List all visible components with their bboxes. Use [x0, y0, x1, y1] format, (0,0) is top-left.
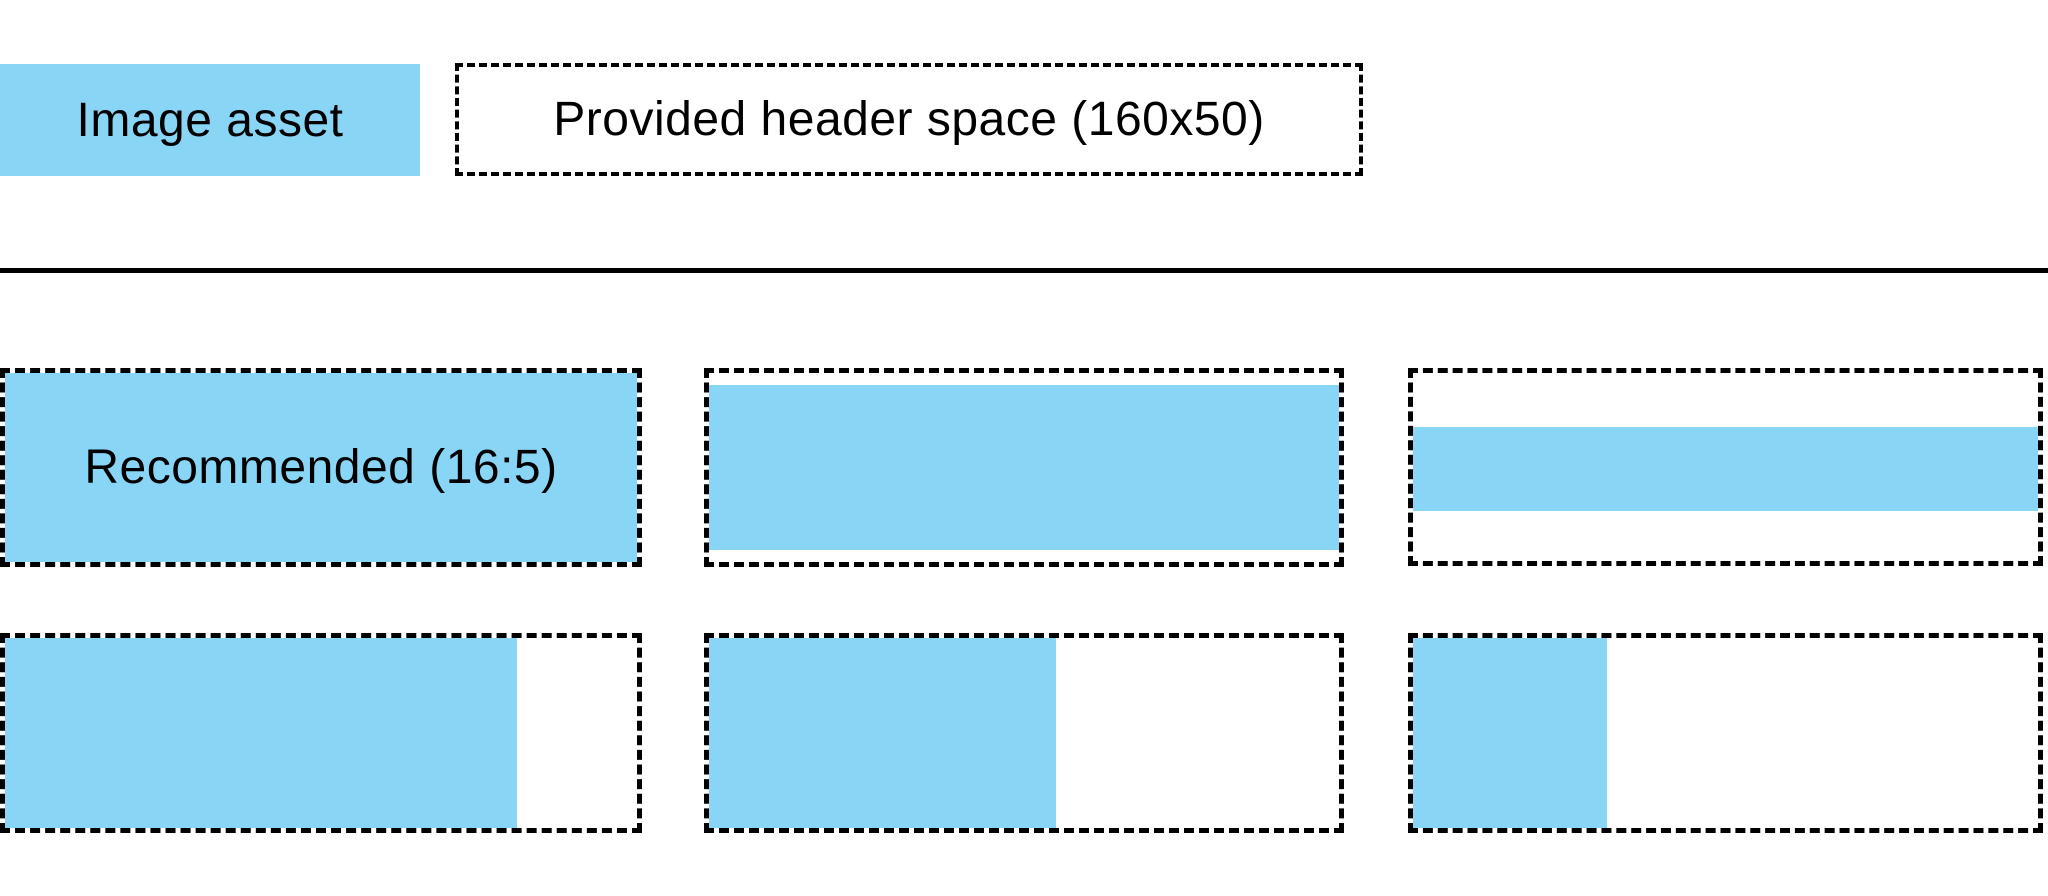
cell-label — [5, 638, 637, 828]
image-asset-legend-swatch: Image asset — [0, 64, 420, 176]
example-box-recommended: Recommended (16:5) — [0, 368, 642, 567]
image-asset-fill — [5, 638, 517, 828]
section-divider-line — [0, 268, 2048, 273]
image-asset-fill — [5, 373, 637, 562]
image-asset-fill — [1413, 426, 2038, 512]
image-asset-fill — [709, 638, 1056, 828]
provided-header-space-label: Provided header space (160x50) — [553, 93, 1265, 146]
example-box-square-left-aligned — [1408, 633, 2043, 833]
example-box-narrower-left-aligned — [704, 633, 1344, 833]
example-box-wide-letterboxed — [704, 368, 1344, 567]
example-box-wider-letterboxed — [1408, 368, 2043, 566]
example-box-narrow-left-aligned — [0, 633, 642, 833]
cell-label — [1413, 638, 2038, 828]
provided-header-space-legend-box: Provided header space (160x50) — [455, 63, 1363, 176]
image-asset-legend-label: Image asset — [76, 93, 344, 147]
cell-label — [709, 638, 1339, 828]
cell-label — [709, 373, 1339, 562]
cell-label — [1413, 373, 2038, 561]
image-asset-fill — [709, 385, 1339, 550]
image-asset-fill — [1413, 638, 1607, 828]
recommended-ratio-label: Recommended (16:5) — [84, 441, 558, 494]
